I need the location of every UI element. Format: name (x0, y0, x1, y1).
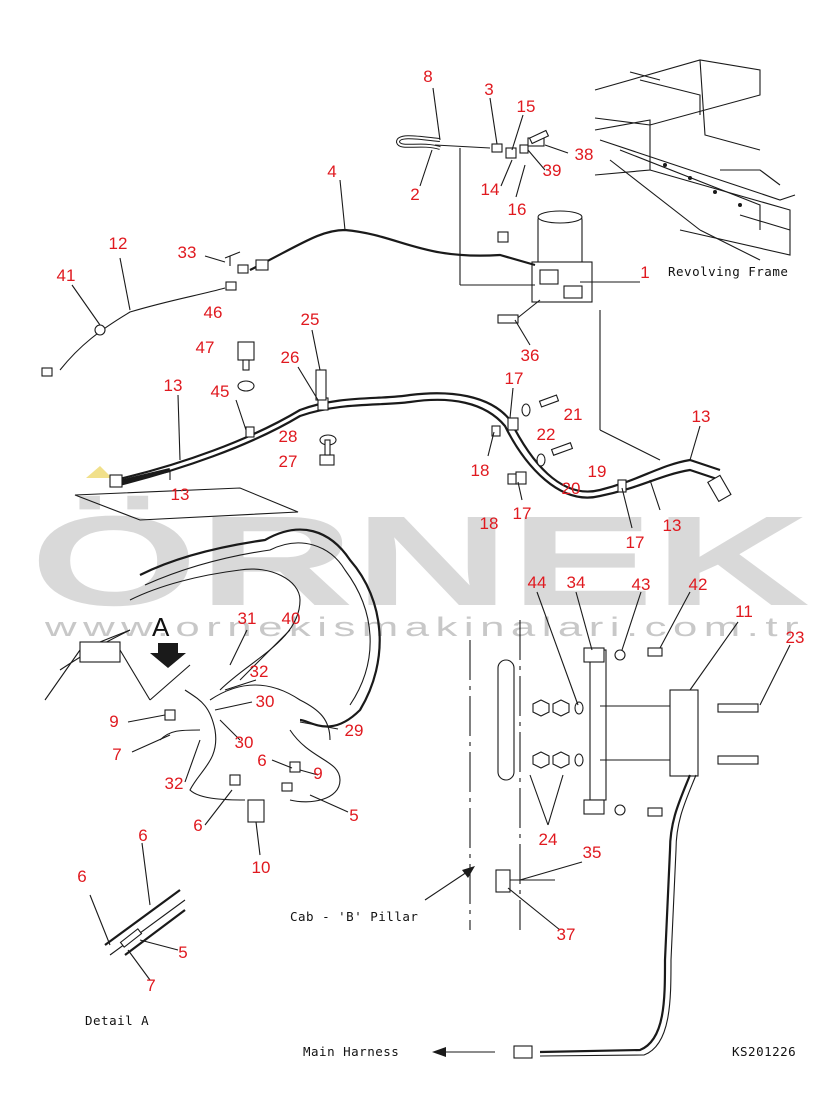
callout-6-upper: 6 (257, 751, 266, 770)
pump-reservoir-part-1 (531, 210, 630, 303)
callout-12: 12 (109, 234, 128, 253)
callouts: 8 3 15 38 39 2 14 16 4 12 33 41 1 46 25 … (57, 67, 805, 995)
callout-5-main: 5 (349, 806, 358, 825)
callout-27: 27 (279, 452, 298, 471)
callout-39: 39 (543, 161, 562, 180)
callout-7-main: 7 (112, 745, 121, 764)
detail-a-drawing (104, 889, 186, 956)
callout-16: 16 (508, 200, 527, 219)
callout-17-upper: 17 (505, 369, 524, 388)
callout-33: 33 (178, 243, 197, 262)
callout-45: 45 (211, 382, 230, 401)
watermark-accent-shape (86, 466, 112, 478)
callout-19: 19 (588, 462, 607, 481)
callout-15: 15 (517, 97, 536, 116)
callout-30-lower: 30 (235, 733, 254, 752)
callout-35: 35 (583, 843, 602, 862)
callout-8: 8 (423, 67, 432, 86)
harness-bundle (44, 487, 381, 823)
callout-37: 37 (557, 925, 576, 944)
callout-9-left: 9 (109, 712, 118, 731)
callout-13-lower-left: 13 (171, 485, 190, 504)
callout-46: 46 (204, 303, 223, 322)
callout-5-detail: 5 (178, 943, 187, 962)
callout-28: 28 (279, 427, 298, 446)
text-labels: Revolving Frame Cab - 'B' Pillar Detail … (85, 264, 796, 1059)
callout-40: 40 (282, 609, 301, 628)
callout-24: 24 (539, 830, 558, 849)
callout-6-lower: 6 (193, 816, 202, 835)
label-main-harness: Main Harness (303, 1044, 399, 1059)
callout-13-lower-right: 13 (663, 516, 682, 535)
callout-18-lower: 18 (480, 514, 499, 533)
callout-6-detail-upper: 6 (138, 826, 147, 845)
leader-lines (71, 87, 791, 981)
callout-17-right: 17 (626, 533, 645, 552)
callout-20: 20 (562, 479, 581, 498)
watermark: ÖRNEK www.ornekismakinalari.com.tr (30, 466, 810, 642)
callout-17-lower: 17 (513, 504, 532, 523)
callout-22: 22 (537, 425, 556, 444)
callout-26: 26 (281, 348, 300, 367)
callout-10: 10 (252, 858, 271, 877)
callout-14: 14 (481, 180, 500, 199)
callout-23: 23 (786, 628, 805, 647)
callout-9-right: 9 (313, 764, 322, 783)
watermark-url: www.ornekismakinalari.com.tr (43, 612, 805, 642)
callout-13-right: 13 (692, 407, 711, 426)
label-revolving-frame: Revolving Frame (668, 264, 788, 279)
callout-36: 36 (521, 346, 540, 365)
callout-38: 38 (575, 145, 594, 164)
callout-42: 42 (689, 575, 708, 594)
callout-47: 47 (196, 338, 215, 357)
callout-18-upper: 18 (471, 461, 490, 480)
callout-30-upper: 30 (256, 692, 275, 711)
pump-hoses (41, 135, 545, 377)
callout-4: 4 (327, 162, 336, 181)
watermark-brand: ÖRNEK (30, 490, 810, 633)
callout-32-lower: 32 (165, 774, 184, 793)
cab-b-pillar (424, 620, 759, 1059)
fasteners (237, 129, 574, 485)
callout-7-detail: 7 (146, 976, 155, 995)
revolving-frame-structure (594, 59, 796, 261)
callout-43: 43 (632, 575, 651, 594)
label-detail-a: Detail A (85, 1013, 149, 1028)
callout-25: 25 (301, 310, 320, 329)
callout-1: 1 (640, 263, 649, 282)
callout-41: 41 (57, 266, 76, 285)
callout-31: 31 (238, 609, 257, 628)
hoses-part-13 (109, 310, 732, 503)
callout-32-upper: 32 (250, 662, 269, 681)
label-view-marker: A (152, 612, 170, 642)
callout-29: 29 (345, 721, 364, 740)
callout-2: 2 (410, 185, 419, 204)
callout-34: 34 (567, 573, 586, 592)
callout-13-upper-left: 13 (164, 376, 183, 395)
callout-44: 44 (528, 573, 547, 592)
callout-11: 11 (735, 602, 753, 621)
callout-21: 21 (564, 405, 583, 424)
label-cab-b-pillar: Cab - 'B' Pillar (290, 909, 418, 924)
label-drawing-code: KS201226 (732, 1044, 796, 1059)
callout-6-detail-left: 6 (77, 867, 86, 886)
callout-3: 3 (484, 80, 493, 99)
